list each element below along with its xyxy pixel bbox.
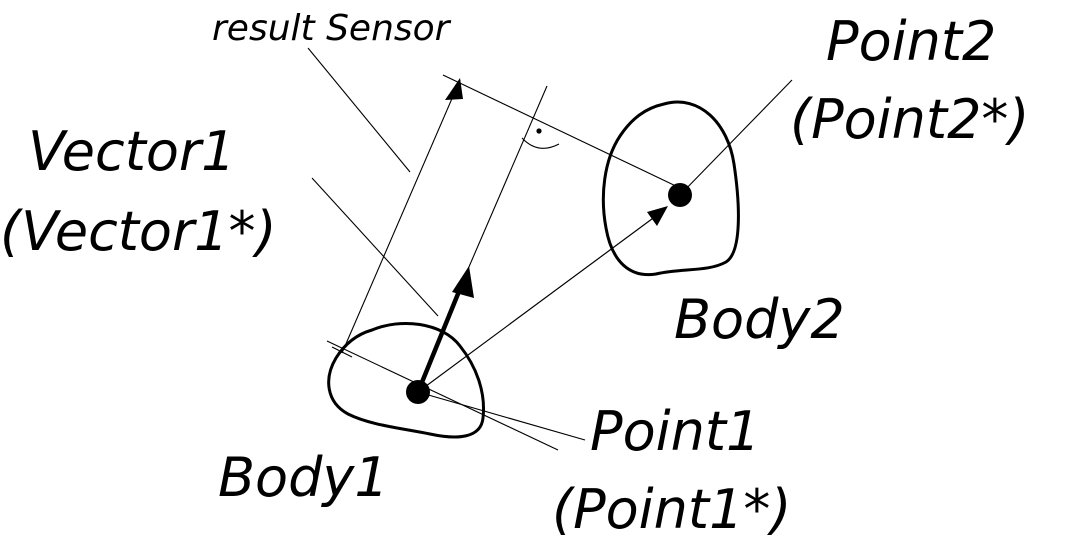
point1-star-label: (Point1*) bbox=[552, 478, 792, 537]
point2-star-label: (Point2*) bbox=[790, 88, 1030, 151]
body2-label: Body2 bbox=[674, 288, 845, 351]
result-dimension-arrowhead bbox=[445, 78, 463, 100]
point2-label: Point2 bbox=[826, 10, 996, 73]
relative-position-vector bbox=[417, 212, 661, 393]
right-angle-arc bbox=[521, 137, 560, 149]
vector1-label: Vector1 bbox=[28, 120, 235, 183]
vector1-arrow-shaft bbox=[415, 283, 465, 393]
point1-leader bbox=[417, 391, 586, 441]
vector1-star-label: (Vector1*) bbox=[0, 200, 277, 263]
result-dimension-tick bbox=[331, 346, 353, 358]
point1-label: Point1 bbox=[590, 400, 760, 463]
result-sensor-leader bbox=[307, 47, 411, 173]
body1-outline bbox=[327, 321, 486, 439]
result-dimension-line bbox=[341, 79, 461, 354]
point1-marker bbox=[406, 380, 430, 404]
perpendicular-line-point1 bbox=[326, 340, 559, 451]
perpendicular-line-point2 bbox=[442, 74, 681, 189]
point2-marker bbox=[668, 183, 692, 207]
vector1-arrowhead bbox=[452, 266, 474, 298]
result-sensor-label: result Sensor bbox=[212, 8, 452, 49]
body2-outline bbox=[601, 100, 740, 277]
body1-label: Body1 bbox=[218, 446, 389, 509]
point2-leader bbox=[679, 79, 793, 196]
vector1-leader bbox=[311, 177, 439, 317]
relative-position-arrowhead bbox=[647, 206, 668, 226]
right-angle-dot bbox=[536, 128, 542, 134]
